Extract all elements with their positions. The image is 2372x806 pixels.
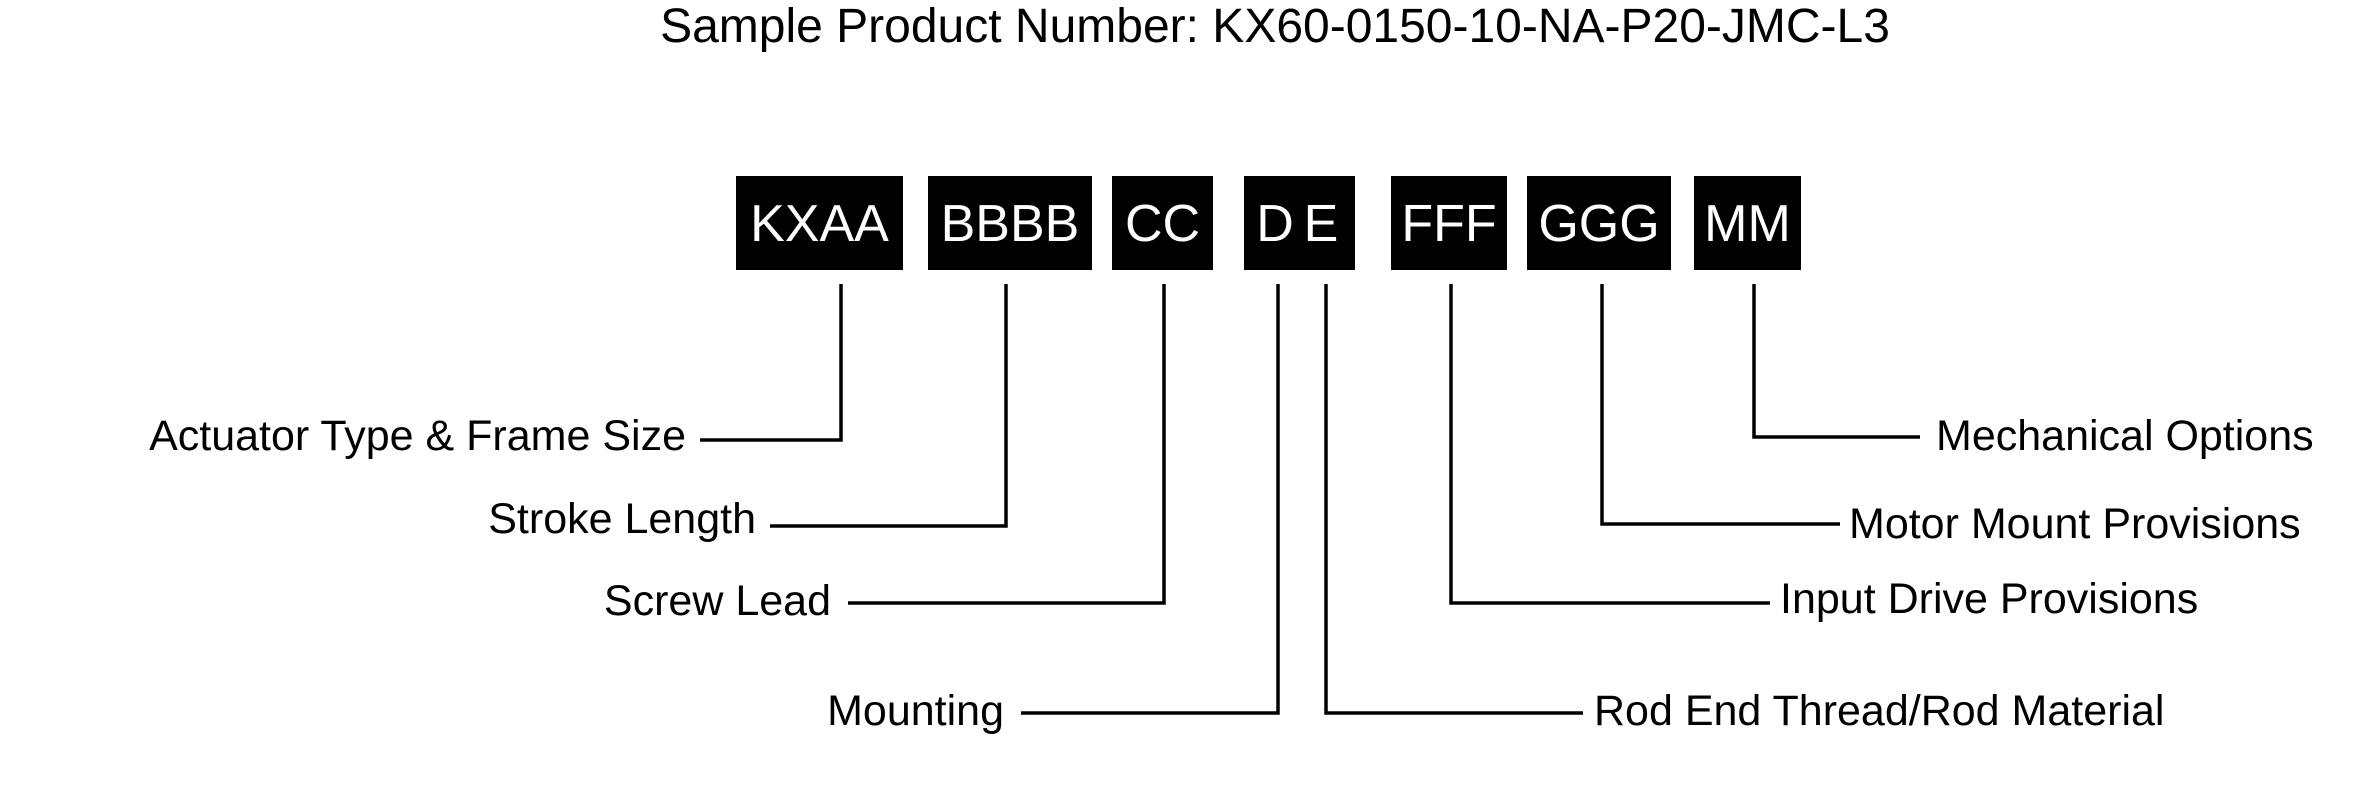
leader-motor-mount [1600, 284, 1840, 526]
code-bbbb: BBBB [941, 195, 1080, 253]
code-mm: MM [1704, 195, 1791, 253]
code-box-fff: FFF [1391, 176, 1507, 270]
leader-mounting [1021, 284, 1280, 715]
code-box-kxaa: KXAA [736, 176, 903, 270]
label-stroke-length: Stroke Length [488, 495, 756, 543]
label-screw-lead: Screw Lead [604, 577, 831, 625]
code-cc: CC [1125, 195, 1200, 253]
code-box-ggg: GGG [1527, 176, 1671, 270]
code-box-bbbb: BBBB [928, 176, 1092, 270]
leader-rod-end [1324, 284, 1583, 715]
label-input-drive: Input Drive Provisions [1780, 575, 2198, 623]
label-mechanical-options: Mechanical Options [1936, 412, 2314, 460]
code-box-de: D E [1244, 176, 1355, 270]
code-box-cc: CC [1112, 176, 1213, 270]
code-kxaa: KXAA [750, 195, 889, 253]
leader-screw-lead [848, 284, 1166, 605]
leader-mechanical-options [1752, 284, 1920, 439]
label-motor-mount: Motor Mount Provisions [1849, 500, 2301, 548]
code-box-mm: MM [1694, 176, 1801, 270]
leader-input-drive [1449, 284, 1770, 605]
label-rod-end: Rod End Thread/Rod Material [1594, 687, 2164, 735]
label-actuator-type: Actuator Type & Frame Size [149, 412, 686, 460]
diagram-title: Sample Product Number: KX60-0150-10-NA-P… [660, 0, 1890, 53]
leader-stroke-length [770, 284, 1008, 528]
code-ggg: GGG [1538, 195, 1659, 253]
code-fff: FFF [1401, 195, 1496, 253]
label-mounting: Mounting [827, 687, 1004, 735]
code-e: E [1304, 195, 1339, 253]
leader-actuator-type [700, 284, 843, 442]
code-d: D [1256, 195, 1294, 253]
